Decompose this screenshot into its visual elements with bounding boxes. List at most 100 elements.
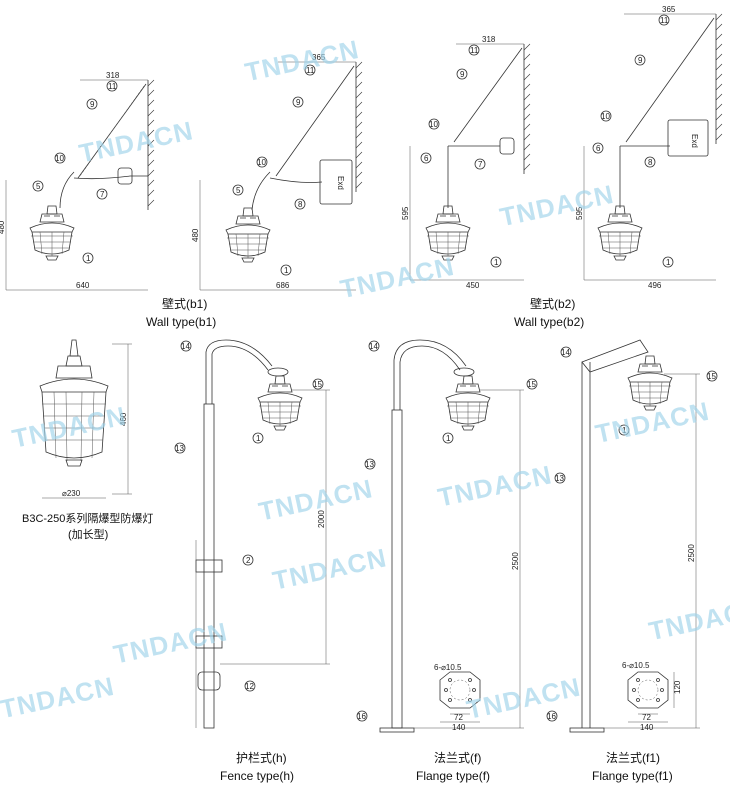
svg-text:11: 11 [470,46,479,55]
caption-lamp-line1: B3C-250系列隔爆型防爆灯 [22,511,153,525]
watermark-9: TNDACN [270,542,389,595]
figure-flange-f: 2500 6-⌀10.5 72 140 14 15 1 13 16 [356,339,538,733]
svg-text:6: 6 [424,154,429,163]
svg-text:9: 9 [90,100,95,109]
svg-text:2: 2 [246,556,251,565]
figure-fence-h: 2000 14 15 1 13 2 12 [174,339,330,729]
caption-h-zh: 护栏式(h) [236,750,287,765]
figure-wall-b1-chain: 318 480 640 11 9 10 5 7 1 [0,71,155,291]
flange-inner-f1: 72 [642,713,651,722]
caption-f-en: Flange type(f) [416,769,490,783]
dim-width-b1b: 686 [276,281,290,290]
figure-flange-f1: 2500 6-⌀10.5 72 140 120 14 15 1 13 16 [546,339,718,733]
svg-text:5: 5 [236,186,241,195]
callouts-b1b: 11 9 10 5 8 1 [232,64,316,276]
svg-text:14: 14 [561,348,570,357]
watermark-11: TNDACN [0,671,117,724]
dim-lamp-height: 460 [119,412,128,426]
watermark-6: TNDACN [256,473,375,526]
box-text-b1b: Exd [336,176,345,190]
flange-outer-f1: 140 [640,723,654,732]
svg-text:8: 8 [648,158,653,167]
flange-inner-f: 72 [454,713,463,722]
svg-text:15: 15 [707,372,716,381]
callouts-f: 14 15 1 13 16 [356,340,538,722]
dim-top-b2a: 318 [482,35,496,44]
caption-b1-en: Wall type(b1) [146,315,216,329]
caption-b2-en: Wall type(b2) [514,315,584,329]
dim-width-b2a: 450 [466,281,480,290]
watermark-5: TNDACN [10,400,129,453]
watermark-2: TNDACN [76,115,195,168]
watermark-3: TNDACN [338,251,457,304]
svg-text:9: 9 [296,98,301,107]
watermarks: TNDACN TNDACN TNDACN TNDACN TNDACN TNDAC… [0,34,730,725]
flange-holes-f: 6-⌀10.5 [434,663,462,672]
svg-text:9: 9 [638,56,643,65]
svg-text:13: 13 [365,460,374,469]
svg-text:5: 5 [36,182,41,191]
callouts-b1a: 11 9 10 5 7 1 [32,80,118,264]
dim-width-b2b: 496 [648,281,662,290]
figure-lamp-detail: 460 ⌀230 [39,339,132,499]
watermark-12: TNDACN [464,672,583,725]
watermark-13: TNDACN [646,593,730,646]
svg-text:10: 10 [429,120,438,129]
dim-top-b2b: 365 [662,5,676,14]
svg-text:12: 12 [245,682,254,691]
watermark-4: TNDACN [497,179,616,232]
svg-text:7: 7 [100,190,105,199]
svg-text:10: 10 [55,154,64,163]
figure-wall-b2-chain: 318 595 450 11 9 10 6 7 1 [401,35,531,290]
dim-top-b1b: 365 [312,53,326,62]
svg-text:1: 1 [284,266,289,275]
caption-b1-zh: 壁式(b1) [162,296,207,311]
dim-height-h: 2000 [317,510,326,528]
dim-height-b2b: 595 [575,206,584,220]
svg-text:16: 16 [547,712,556,721]
dim-height-b2a: 595 [401,206,410,220]
flange-plan-f: 6-⌀10.5 72 140 [434,663,481,732]
svg-text:1: 1 [86,254,91,263]
dim-width-b1a: 640 [76,281,90,290]
svg-text:14: 14 [369,342,378,351]
svg-text:9: 9 [460,70,465,79]
caption-b2-zh: 壁式(b2) [530,296,575,311]
svg-text:1: 1 [494,258,499,267]
svg-text:13: 13 [555,474,564,483]
watermark-1: TNDACN [242,34,361,87]
svg-text:11: 11 [660,16,669,25]
svg-text:15: 15 [527,380,536,389]
flange-holes-f1: 6-⌀10.5 [622,661,650,670]
svg-text:10: 10 [257,158,266,167]
flange-plan-f1: 6-⌀10.5 72 140 120 [622,661,682,732]
svg-text:16: 16 [357,712,366,721]
callouts-b2b: 11 9 10 6 8 1 [592,14,674,268]
dim-height-f1: 2500 [687,544,696,562]
figure-wall-b1-box: 365 Exd 480 686 11 9 10 5 8 1 [191,53,363,291]
svg-text:14: 14 [181,342,190,351]
watermark-7: TNDACN [435,459,554,512]
callouts-f1: 14 15 1 13 16 [546,346,718,722]
caption-f-zh: 法兰式(f) [434,751,481,765]
callouts-h: 14 15 1 13 2 12 [174,340,324,692]
svg-text:7: 7 [478,160,483,169]
dim-height-f: 2500 [511,552,520,570]
caption-f1-en: Flange type(f1) [592,769,673,783]
svg-text:11: 11 [108,82,117,91]
svg-text:13: 13 [175,444,184,453]
svg-text:1: 1 [256,434,261,443]
svg-text:6: 6 [596,144,601,153]
caption-f1-zh: 法兰式(f1) [606,751,660,765]
svg-text:11: 11 [306,66,315,75]
dim-height-b1a: 480 [0,220,6,234]
callouts-b2a: 11 9 10 6 7 1 [420,44,502,268]
svg-text:8: 8 [298,200,303,209]
caption-lamp-line2: (加长型) [68,527,108,541]
box-text-b2b: Exd [690,134,699,148]
svg-text:1: 1 [622,426,627,435]
dim-lamp-diameter: ⌀230 [62,489,81,498]
watermark-10: TNDACN [111,616,230,669]
dim-height-b1b: 480 [191,228,200,242]
